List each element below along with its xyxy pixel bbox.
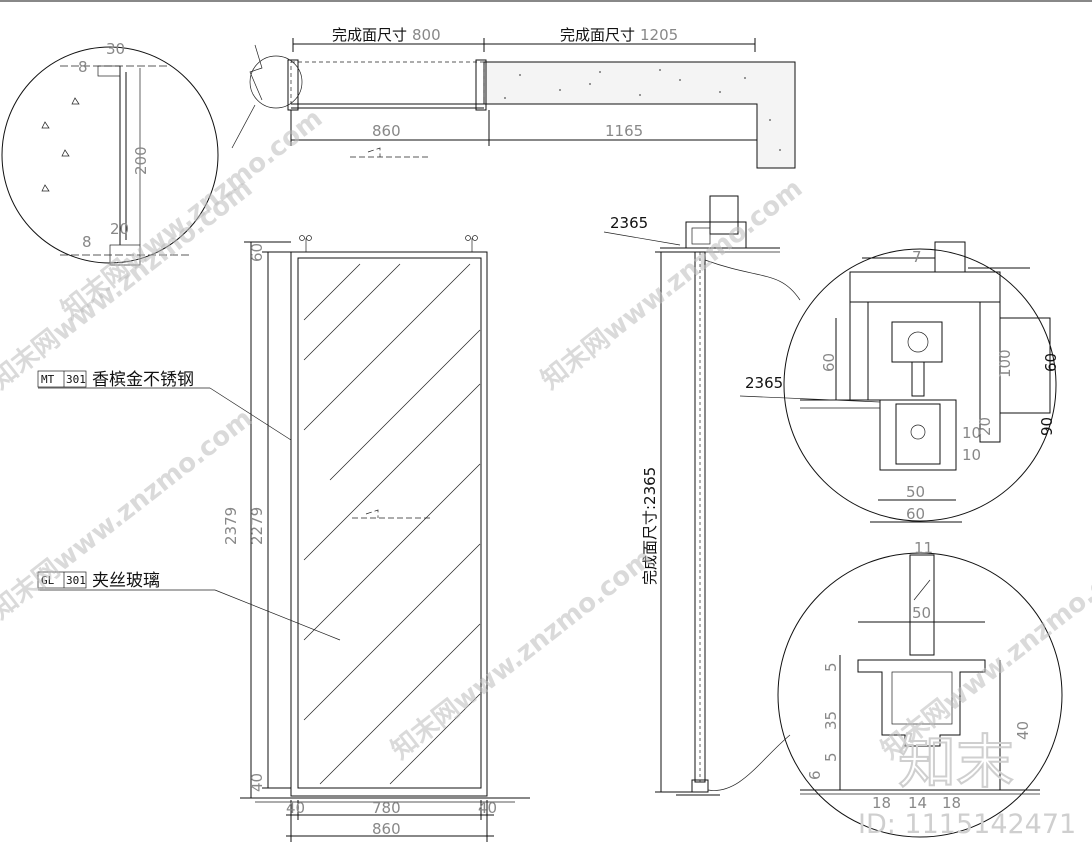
section-height-label: 完成面尺寸:2365 [641, 467, 659, 585]
detail-rb-dim-9: 14 [908, 794, 927, 812]
door-section: 2365 完成面尺寸:2365 [603, 195, 801, 796]
watermark-2: 知末网www.znzmo.com [56, 103, 328, 325]
elev-width-left: 40 [286, 799, 305, 817]
legend-1-text: 香槟金不锈钢 [92, 370, 194, 390]
legend-2-text: 夹丝玻璃 [92, 571, 160, 591]
detail-rb-dim-6: 6 [806, 770, 824, 780]
detail-tl-dim-4: 20 [110, 220, 129, 238]
detail-rt-dim-3: 100 [996, 349, 1014, 378]
elev-height-inner: 2279 [248, 507, 266, 545]
plan-bottom-dim-left: 860 [372, 122, 401, 140]
detail-rt-dim-1: 7 [912, 248, 922, 266]
image-id: ID: 1115142471 [858, 809, 1076, 840]
detail-rt-label: 2365 [745, 374, 783, 392]
detail-rt-dim-5: 10 [962, 424, 981, 442]
elev-height-outer: 2379 [222, 507, 240, 545]
plan-top-dim-right-value: 1205 [640, 26, 678, 44]
watermark-4: 知末网www.znzmo.com [386, 543, 658, 765]
detail-rb-dim-10: 18 [942, 794, 961, 812]
detail-rb-dim-8: 18 [872, 794, 891, 812]
legend-2-num: 301 [66, 574, 86, 587]
legend-2-code: GL [41, 574, 55, 587]
detail-circle-top-left: 30 8 200 20 8 [1, 40, 219, 266]
watermark-3: 知末网www.znzmo.com [536, 173, 808, 395]
legend-1-code: MT [41, 373, 55, 386]
plan-top-dim-left-label: 完成面尺寸 [332, 26, 407, 44]
elev-top-gap: 60 [248, 243, 266, 262]
elev-width-mid: 780 [372, 799, 401, 817]
elev-bottom-gap: 40 [248, 773, 266, 792]
legend-1-num: 301 [66, 373, 86, 386]
detail-rt-dim-7: 50 [906, 483, 925, 501]
detail-rb-dim-4: 35 [822, 711, 840, 730]
detail-rt-dim-6: 10 [962, 446, 981, 464]
plan-top-dim-left-value: 800 [412, 26, 441, 44]
detail-circle-right-top: 2365 7 60 100 60 10 10 50 60 20 90 [739, 241, 1060, 523]
detail-tl-dim-3: 200 [132, 146, 150, 175]
detail-tl-dim-1: 30 [106, 40, 125, 58]
detail-rt-dim-8: 60 [906, 505, 925, 523]
elev-width-total: 860 [372, 820, 401, 838]
detail-rt-dim-2: 60 [820, 353, 838, 372]
section-top-label: 2365 [610, 214, 648, 232]
legend-tag-1: MT 301 香槟金不锈钢 [37, 370, 292, 441]
detail-rt-dim-10: 90 [1038, 417, 1056, 436]
elev-width-right: 40 [478, 799, 497, 817]
watermark-group: 知末网www.znzmo.com 知末网www.znzmo.com 知末网www… [0, 103, 1092, 765]
detail-rt-dim-9: 20 [976, 417, 994, 436]
watermark-5: 知末网www.znzmo.com [0, 403, 258, 625]
detail-circle-right-bottom: 11 50 5 35 5 6 40 18 14 18 [777, 539, 1063, 838]
detail-tl-dim-5: 8 [82, 233, 92, 251]
detail-rt-dim-4: 60 [1042, 353, 1060, 372]
detail-tl-dim-2: 8 [78, 58, 88, 76]
detail-rb-dim-3: 5 [822, 662, 840, 672]
plan-view: 完成面尺寸 800 完成面尺寸 1205 860 1165 [231, 26, 796, 169]
detail-rb-dim-1: 11 [914, 539, 933, 557]
brand-logo: 知末 [898, 728, 1014, 796]
detail-rb-dim-5: 5 [822, 752, 840, 762]
detail-rb-dim-2: 50 [912, 604, 931, 622]
detail-rb-dim-7: 40 [1014, 721, 1032, 740]
plan-top-dim-right-label: 完成面尺寸 [560, 26, 635, 44]
door-elevation: 2379 2279 60 40 40 780 40 860 [222, 235, 530, 842]
legend-tag-2: GL 301 夹丝玻璃 [37, 571, 341, 641]
plan-bottom-dim-right: 1165 [605, 122, 643, 140]
